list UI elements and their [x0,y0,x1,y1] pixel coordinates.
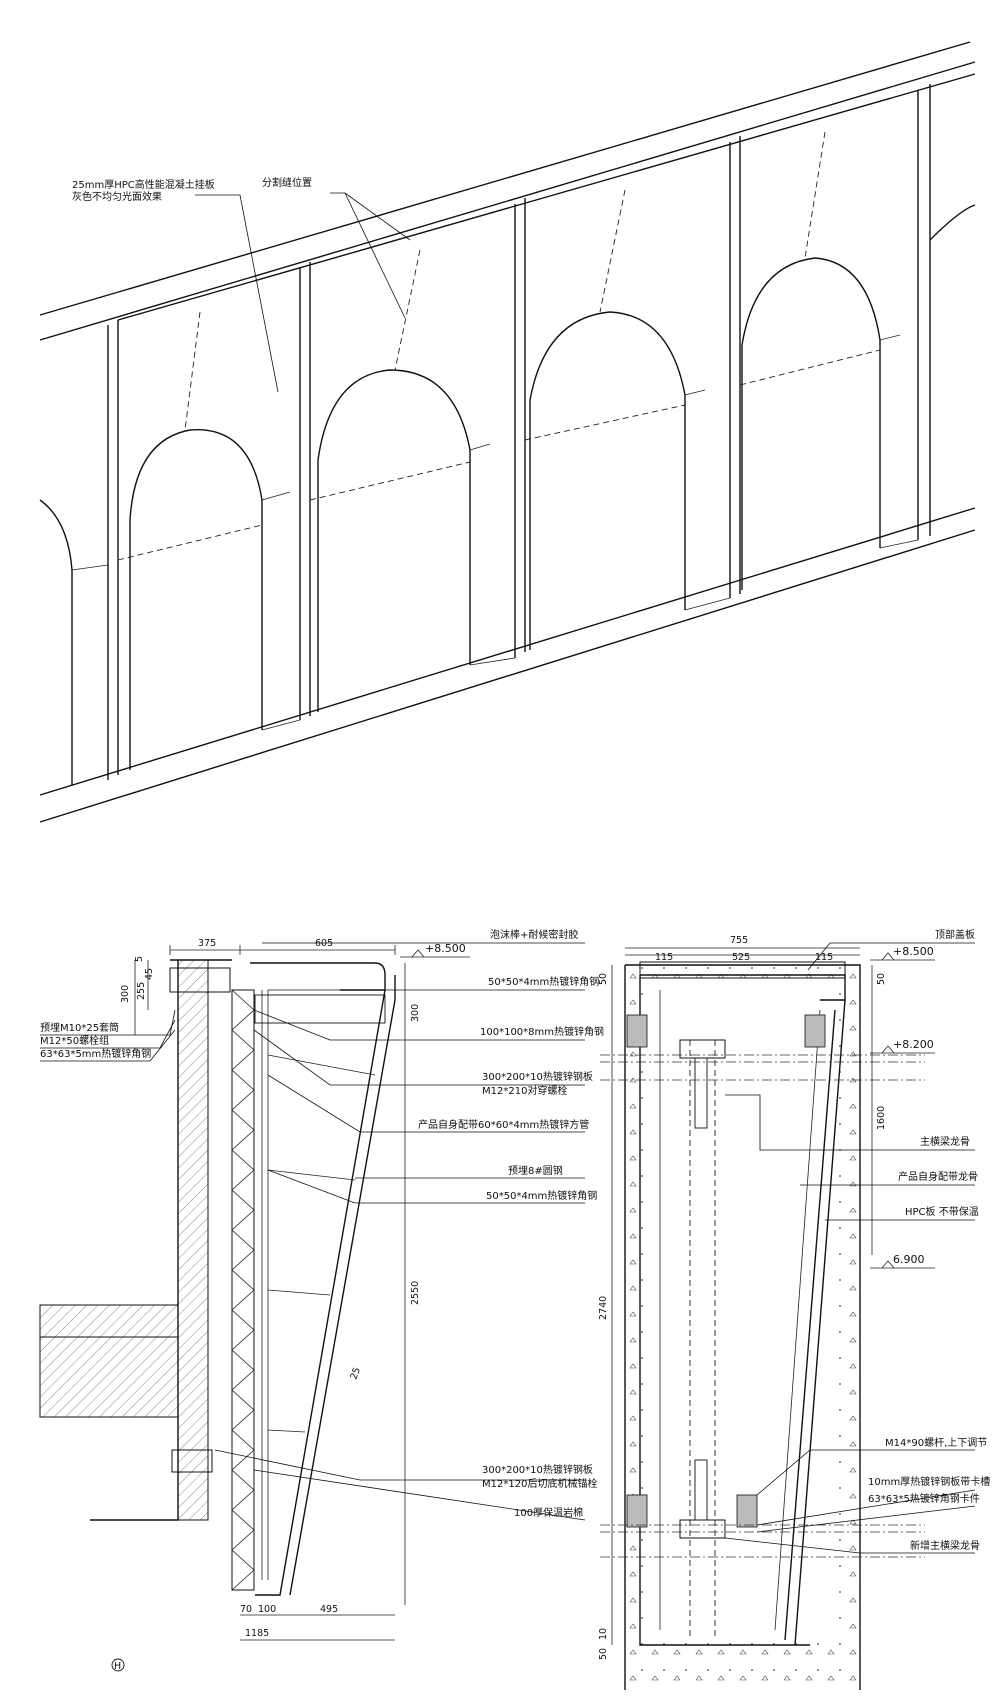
dim-1185: 1185 [245,1628,269,1639]
dim-b-50-left: 50 [598,973,609,985]
label-a-left-1: M12*50螺栓组 [40,1034,109,1047]
dim-100: 100 [258,1604,276,1615]
label-a-5: 产品自身配带60*60*4mm热镀锌方管 [418,1118,589,1131]
dim-45-left: 45 [144,968,155,980]
dim-b-50-right: 50 [876,973,887,985]
floor-slab [39,1304,179,1338]
level-b-820: +8.200 [893,1038,934,1051]
section-b: 755 115 525 115 50 2740 50 10 50 1600 +8… [598,928,990,1690]
label-b-0: 顶部盖板 [935,928,975,941]
label-a-left-0: 预埋M10*25套筒 [40,1021,119,1034]
dim-25: 25 [348,1366,362,1381]
label-a-9: M12*120后切底机械锚栓 [482,1477,597,1490]
label-a-2: 100*100*8mm热镀锌角钢 [480,1025,604,1038]
dim-495: 495 [320,1604,338,1615]
iso-panel-label-2: 灰色不均匀光面效果 [72,190,162,203]
label-a-4: M12*210对穿螺栓 [482,1084,567,1097]
grid-axis-label: H [114,1661,121,1672]
dim-b-115a: 115 [655,952,673,963]
label-b-3: HPC板 不带保温 [905,1205,979,1218]
dim-b-2740: 2740 [598,1296,609,1320]
dim-2550: 2550 [410,1281,421,1305]
level-b-850: +8.500 [893,945,934,958]
dim-b-10: 10 [598,1628,609,1640]
label-a-6: 预埋8#圆钢 [508,1164,563,1177]
label-a-left-2: 63*63*5mm热镀锌角钢 [40,1047,151,1060]
dim-300-right: 300 [410,1004,421,1022]
label-b-2: 产品自身配带龙骨 [898,1170,978,1183]
dim-b-1600: 1600 [876,1106,887,1130]
dim-5-left: 5 [134,956,145,962]
dim-255-left: 255 [136,982,147,1000]
label-b-4: M14*90螺杆,上下调节 [885,1437,987,1449]
label-b-1: 主横梁龙骨 [920,1135,970,1148]
isometric-view: 25mm厚HPC高性能混凝土挂板 灰色不均匀光面效果 分割缝位置 [39,41,976,823]
iso-panel-label-1: 25mm厚HPC高性能混凝土挂板 [72,178,215,191]
iso-joint-label: 分割缝位置 [262,176,312,189]
label-b-5: 10mm厚热镀锌钢板带卡槽 [868,1475,990,1488]
dim-605: 605 [315,938,333,949]
label-a-10: 100厚保温岩棉 [514,1506,583,1519]
dim-b-50-bottom: 50 [598,1648,609,1660]
label-a-7: 50*50*4mm热镀锌角钢 [486,1189,597,1202]
dim-300-left: 300 [120,985,131,1003]
dim-b-755: 755 [730,935,748,946]
label-a-0: 泡沫棒+耐候密封胶 [490,928,578,941]
label-a-8: 300*200*10热镀锌钢板 [482,1463,593,1476]
label-a-1: 50*50*4mm热镀锌角钢 [488,975,599,988]
dim-70: 70 [240,1604,252,1615]
level-a-850: +8.500 [425,942,466,955]
grid-axis-marker [111,1658,125,1672]
label-b-6: 63*63*5热镀锌角钢卡件 [868,1492,980,1505]
label-b-7: 新增主横梁龙骨 [910,1539,980,1552]
section-a: 375 605 300 255 5 45 300 2550 25 70 100 … [39,928,604,1672]
floor-structure [39,1336,179,1418]
dim-b-115b: 115 [815,952,833,963]
concrete-wall [177,959,209,1521]
dim-b-525: 525 [732,952,750,963]
dim-375: 375 [198,938,216,949]
level-b-690: 6.900 [893,1253,925,1266]
label-a-3: 300*200*10热镀锌钢板 [482,1070,593,1083]
top-cap [639,961,846,979]
